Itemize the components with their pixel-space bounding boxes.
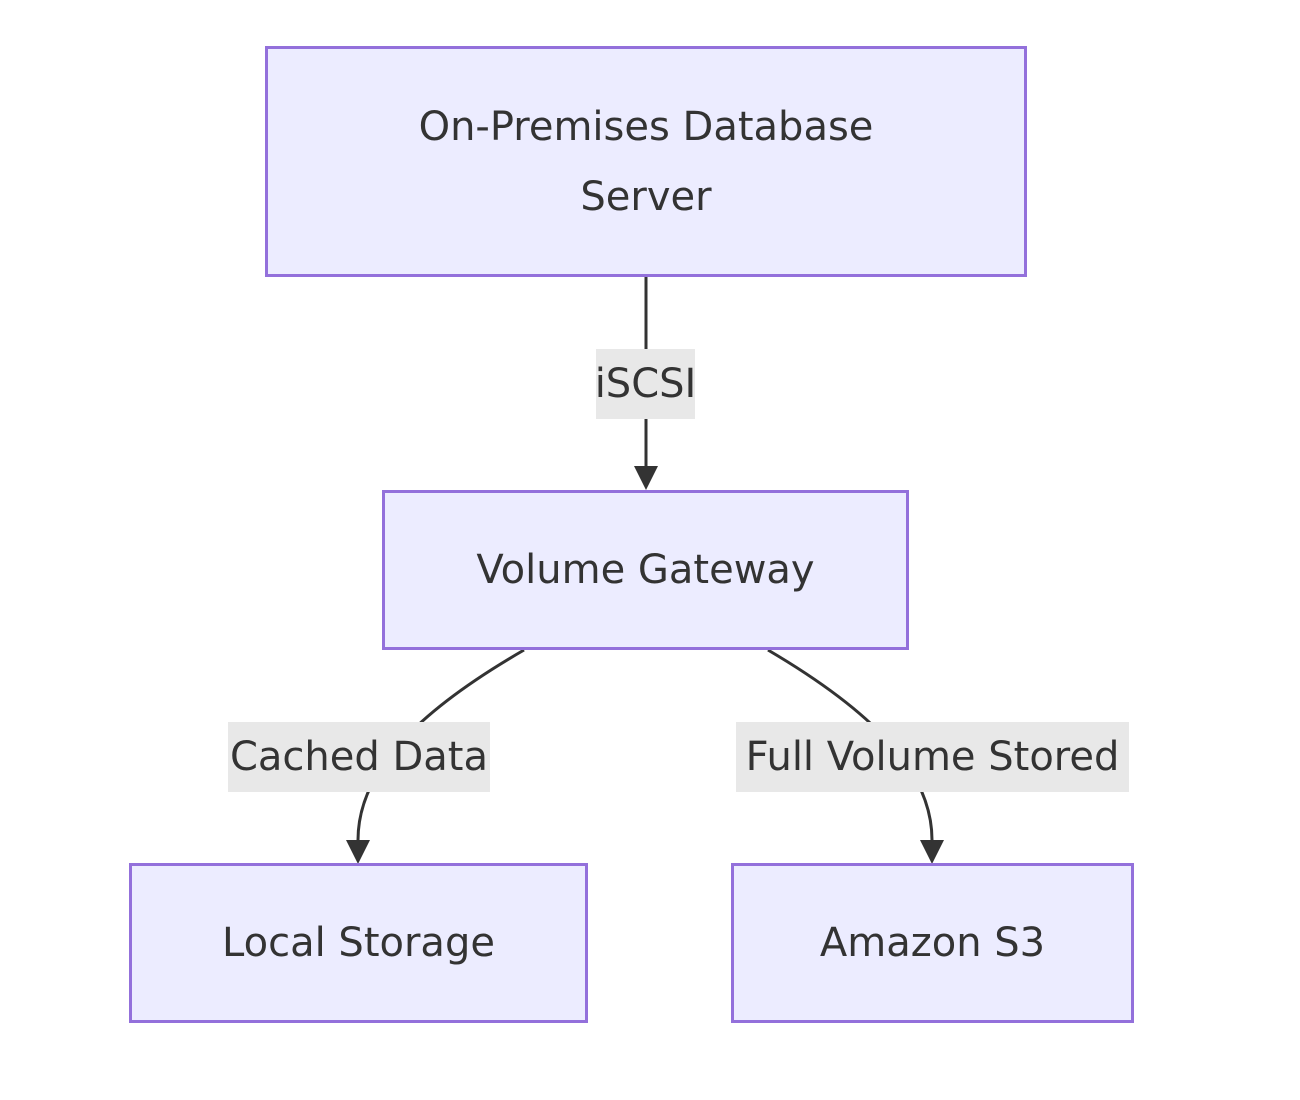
node-label: Amazon S3 (819, 920, 1046, 966)
node-label: Local Storage (222, 920, 495, 966)
arrowhead-s3 (920, 840, 944, 864)
arrowhead-local (346, 840, 370, 864)
node-volume-gateway: Volume Gateway (382, 490, 909, 650)
edge-label-cached-data: Cached Data (228, 722, 490, 792)
node-label: On-Premises Database Server (418, 103, 874, 220)
edge-label-full-volume-stored: Full Volume Stored (736, 722, 1129, 792)
node-amazon-s3: Amazon S3 (731, 863, 1134, 1023)
edge-label-iscsi: iSCSI (595, 349, 696, 419)
arrowhead-gateway (634, 466, 658, 490)
node-label: Volume Gateway (476, 547, 815, 593)
node-local-storage: Local Storage (129, 863, 588, 1023)
node-on-premises-database-server: On-Premises Database Server (265, 46, 1027, 277)
